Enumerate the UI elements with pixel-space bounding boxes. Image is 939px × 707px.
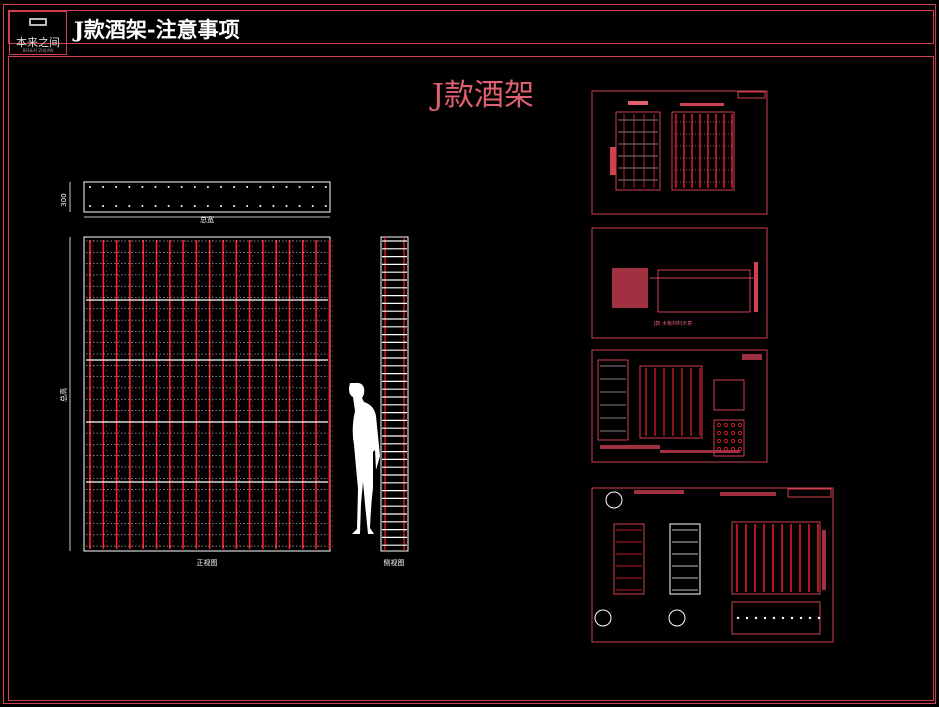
- thumbnail-1: [591, 90, 768, 215]
- width-dimension: 总宽: [200, 215, 214, 224]
- front-view-label: 正视图: [197, 558, 218, 567]
- logo: 本来之间 BENLAI ZHIJIAN: [9, 11, 67, 55]
- inner-frame: [8, 56, 934, 701]
- logo-subtitle: BENLAI ZHIJIAN: [22, 48, 54, 53]
- drawing-title: J款酒架: [432, 78, 535, 113]
- thumbnail-3: [591, 349, 768, 463]
- title-bar: [8, 10, 934, 44]
- thumbnail-4: [591, 487, 834, 643]
- logo-icon: [29, 18, 47, 26]
- outer-frame: [3, 4, 936, 704]
- human-silhouette: [349, 382, 380, 534]
- side-view: 侧视图: [380, 236, 409, 567]
- thumbnail-2: J款 木板材料示意: [591, 227, 768, 339]
- top-view: 300 总宽: [60, 181, 331, 224]
- page-title: J款酒架-注意事项: [74, 17, 240, 42]
- top-view-depth-dim: 300: [60, 193, 68, 206]
- height-dimension: 总高: [59, 388, 68, 402]
- side-view-label: 侧视图: [384, 558, 405, 567]
- thumbnail-2-label: J款 木板材料示意: [653, 320, 692, 327]
- front-view: 总高 正视图: [59, 236, 333, 567]
- logo-name: 本来之间: [16, 36, 60, 49]
